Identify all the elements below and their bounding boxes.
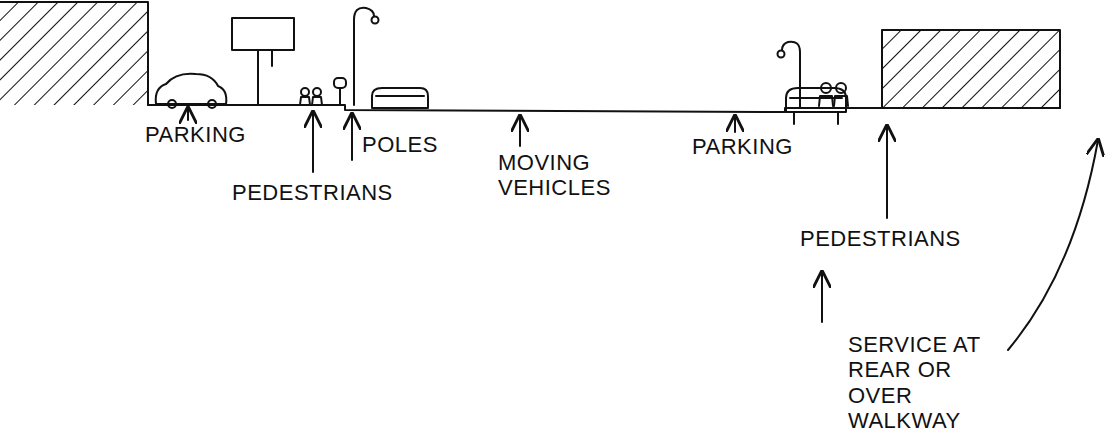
building-left xyxy=(0,2,148,105)
leader-arrow xyxy=(519,116,521,146)
poles xyxy=(334,8,379,105)
street-label: POLES xyxy=(362,132,438,157)
leader-arrow xyxy=(821,272,823,322)
pedestrians xyxy=(836,83,846,93)
pedestrians xyxy=(313,88,321,96)
pedestrians xyxy=(312,97,322,105)
street-label: PEDESTRIANS xyxy=(232,180,393,205)
street-label: SERVICE AT REAR OR OVER WALKWAY xyxy=(848,332,998,433)
wheel xyxy=(208,100,216,108)
pedestrians xyxy=(819,83,848,106)
leader-arrow xyxy=(187,108,189,120)
leader-arrow xyxy=(734,116,736,132)
wheel xyxy=(168,100,176,108)
building-right xyxy=(882,30,1060,108)
building-right xyxy=(882,30,1060,108)
building-right xyxy=(882,30,1060,108)
street-label: PEDESTRIANS xyxy=(800,226,961,251)
leader-arrow xyxy=(351,114,353,160)
pedestrians xyxy=(301,88,309,96)
street-label: PARKING xyxy=(692,134,793,159)
pedestrians xyxy=(819,96,833,106)
leader-arrow xyxy=(886,126,888,218)
car xyxy=(372,88,428,108)
poles xyxy=(354,8,374,105)
street-label: PARKING xyxy=(145,122,246,147)
ground-line xyxy=(148,105,1060,112)
poles xyxy=(334,78,346,88)
pedestrians xyxy=(821,83,831,93)
car xyxy=(156,74,227,104)
street-sketch xyxy=(0,2,1098,350)
billboard-pole xyxy=(257,50,259,105)
billboard-pole xyxy=(271,50,273,66)
street-label: MOVING VEHICLES xyxy=(498,150,618,201)
building-left xyxy=(0,2,148,105)
leader-arrow xyxy=(1008,140,1098,350)
wheel xyxy=(794,112,838,124)
poles xyxy=(339,88,341,105)
billboard xyxy=(232,18,294,50)
pedestrians xyxy=(300,88,322,105)
pedestrians xyxy=(300,97,310,105)
pedestrians xyxy=(834,96,848,106)
poles xyxy=(778,51,785,58)
building-left xyxy=(0,2,148,105)
leader-arrow xyxy=(312,112,314,172)
car xyxy=(376,95,424,97)
leader-arrow xyxy=(188,108,1098,350)
poles xyxy=(372,17,379,24)
